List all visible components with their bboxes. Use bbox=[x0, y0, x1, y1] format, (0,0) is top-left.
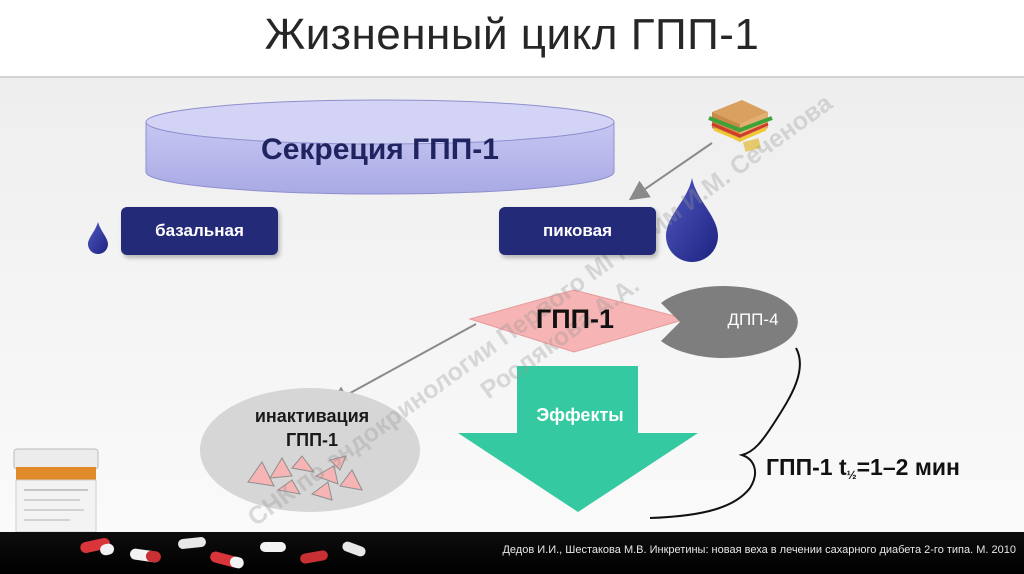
sandwich-to-peak-arrow bbox=[628, 142, 713, 201]
peptide-fragments bbox=[247, 455, 363, 501]
effects-arrow bbox=[458, 366, 698, 512]
pills-icon bbox=[80, 537, 366, 569]
halflife-text: ГПП-1 t½=1–2 мин bbox=[766, 454, 1016, 482]
dpp4-label: ДПП-4 bbox=[727, 310, 779, 329]
inactivation-line-1: инактивация bbox=[254, 406, 370, 426]
footer-bar bbox=[0, 532, 1024, 574]
title-divider bbox=[0, 76, 1024, 78]
footer-citation: Дедов И.И., Шестакова М.В. Инкретины: но… bbox=[502, 544, 1016, 556]
peak-secretion-pill: пиковая bbox=[499, 207, 656, 255]
glp1-to-inactivation-arrow bbox=[328, 323, 477, 405]
basal-secretion-label: базальная bbox=[155, 221, 244, 240]
secretion-cylinder bbox=[145, 99, 615, 195]
halflife-suffix: =1–2 мин bbox=[856, 454, 960, 480]
small-drop-icon bbox=[88, 222, 108, 254]
halflife-prefix: ГПП-1 t bbox=[766, 454, 847, 480]
large-drop-icon bbox=[666, 178, 718, 262]
inactivation-label: инактивация ГПП-1 bbox=[212, 404, 412, 452]
inactivation-line-2: ГПП-1 bbox=[285, 430, 339, 450]
sandwich-icon bbox=[708, 100, 773, 152]
secretion-label: Секреция ГПП-1 bbox=[261, 133, 499, 166]
peak-secretion-label: пиковая bbox=[543, 221, 612, 240]
dpp4-shape bbox=[661, 285, 798, 359]
halflife-brace bbox=[649, 347, 801, 519]
title-band bbox=[0, 0, 1024, 76]
page-title: Жизненный цикл ГПП-1 bbox=[264, 10, 760, 59]
effects-label: Эффекты bbox=[536, 405, 624, 425]
halflife-subscript: ½ bbox=[846, 468, 857, 482]
glp1-label: ГПП-1 bbox=[535, 304, 615, 334]
basal-secretion-pill: базальная bbox=[121, 207, 278, 255]
